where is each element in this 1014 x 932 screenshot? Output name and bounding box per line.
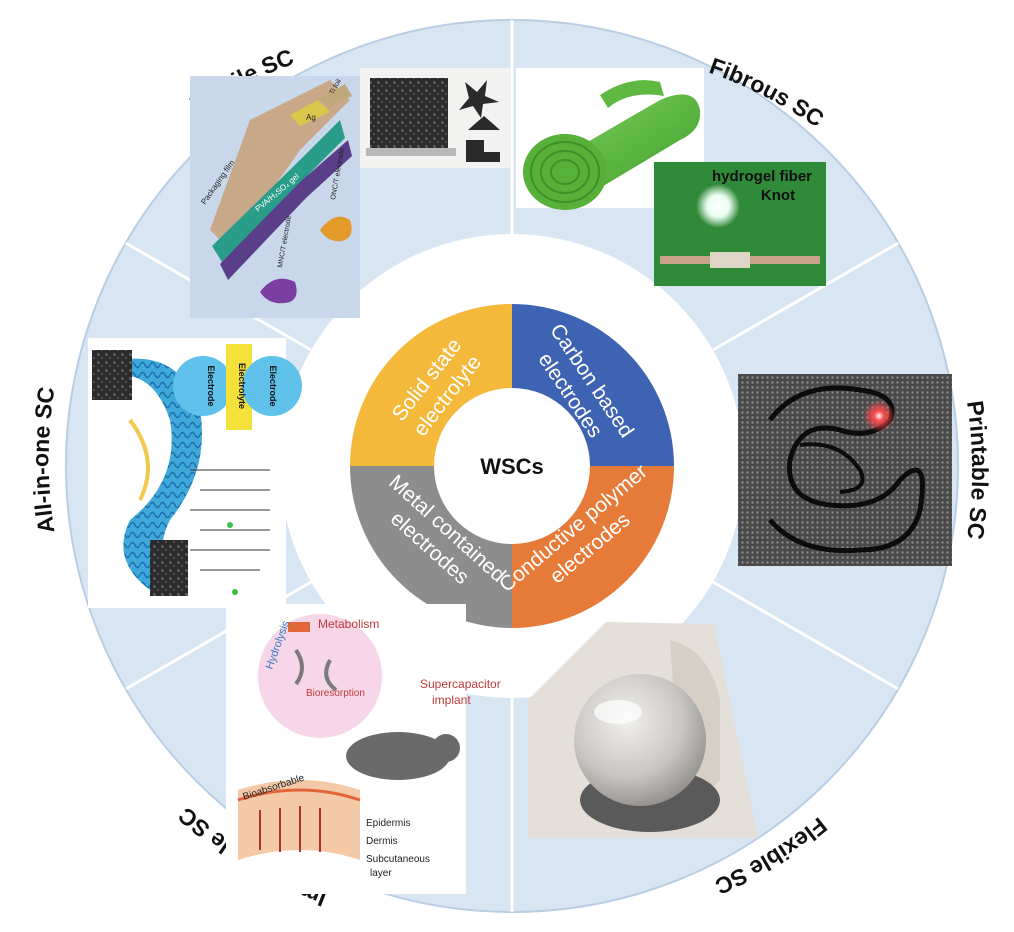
ti-strip <box>320 84 352 108</box>
label-electrolyte: Electrolyte <box>237 363 247 409</box>
packaging-film <box>210 80 350 250</box>
ring-label-allinone: All-in-one SC <box>28 385 60 535</box>
l-fabric <box>466 140 500 162</box>
mouse-head <box>432 734 460 762</box>
inner-segment-solid <box>350 304 512 466</box>
fiber-ring-2 <box>540 150 590 194</box>
dragon-outline <box>768 385 925 554</box>
black-end-bottom <box>150 540 188 596</box>
fiber-ring-3 <box>550 159 580 185</box>
center-label: WSCs <box>480 454 544 479</box>
label-bioresorption: Bioresorption <box>306 688 365 699</box>
hydrogel-caption: hydrogel fiber <box>712 168 812 185</box>
label-epidermis: Epidermis <box>366 818 410 829</box>
fiber-knot <box>710 252 750 268</box>
ag-strip <box>290 100 330 126</box>
textile-panel: Packaging film PVA/H₂SO₄ gel Ag Ti foil … <box>190 68 510 318</box>
epidermis-line <box>237 788 361 802</box>
pinwheel-fabric <box>459 80 499 118</box>
fibrous-panel: hydrogel fiber Knot <box>516 68 826 286</box>
onc-electrode <box>320 216 352 242</box>
label-supercapacitor: Supercapacitor <box>420 677 501 691</box>
red-led <box>863 400 895 432</box>
inner-segment-metal <box>350 466 512 628</box>
label-implant: implant <box>432 693 471 707</box>
black-end-top <box>92 350 132 400</box>
ion-marker-2 <box>232 589 238 595</box>
inner-donut <box>350 304 674 628</box>
label-subcutaneous: Subcutaneous <box>366 854 430 865</box>
dome-highlight <box>594 700 642 724</box>
dragon-inner <box>799 442 865 494</box>
label-dermis: Dermis <box>366 836 398 847</box>
label-ag: Ag <box>306 113 316 122</box>
fiber-ring-1 <box>530 141 600 203</box>
mouse-body <box>346 732 450 780</box>
knot-caption: Knot <box>761 187 795 204</box>
blood-vessels <box>259 806 321 852</box>
ring-separator-printable <box>712 241 899 352</box>
ring-label-printable: Printable SC <box>962 399 993 541</box>
label-layer: layer <box>370 868 392 879</box>
fiber-tail <box>600 80 664 108</box>
inner-segment-carbon <box>512 304 674 466</box>
label-electrode-right: Electrode <box>268 365 278 406</box>
electrode-layer <box>220 140 352 280</box>
led-glow <box>696 184 740 228</box>
fiber-cross-section <box>523 134 607 210</box>
triangle-fabric <box>468 116 500 130</box>
mnc-electrode <box>260 278 297 304</box>
ruler <box>366 148 456 156</box>
printable-panel <box>738 374 952 566</box>
black-fabric <box>370 78 448 150</box>
yellow-electrolyte-line <box>128 418 150 501</box>
metabolism-marker <box>288 622 310 632</box>
label-metabolism: Metabolism <box>318 617 379 631</box>
inner-white-disk <box>280 234 744 698</box>
gel-layer <box>212 120 345 262</box>
allinone-panel: Electrode Electrolyte Electrode <box>88 338 302 608</box>
flexible-panel <box>528 622 758 838</box>
implantable-panel: Metabolism Hydrolysis Bioresorption Supe… <box>226 604 501 894</box>
woven-device <box>96 358 202 590</box>
electrode-left <box>173 356 233 416</box>
label-electrode-left: Electrode <box>206 365 216 406</box>
ring-separator-flexible <box>712 580 899 691</box>
inner-segment-conductive <box>512 466 674 628</box>
polymer-chain <box>294 648 338 692</box>
bioresorption-bubble <box>258 614 382 738</box>
electrode-right <box>242 356 302 416</box>
ion-marker-1 <box>227 522 233 528</box>
dome-device <box>574 674 706 806</box>
chemical-structure <box>190 469 270 571</box>
